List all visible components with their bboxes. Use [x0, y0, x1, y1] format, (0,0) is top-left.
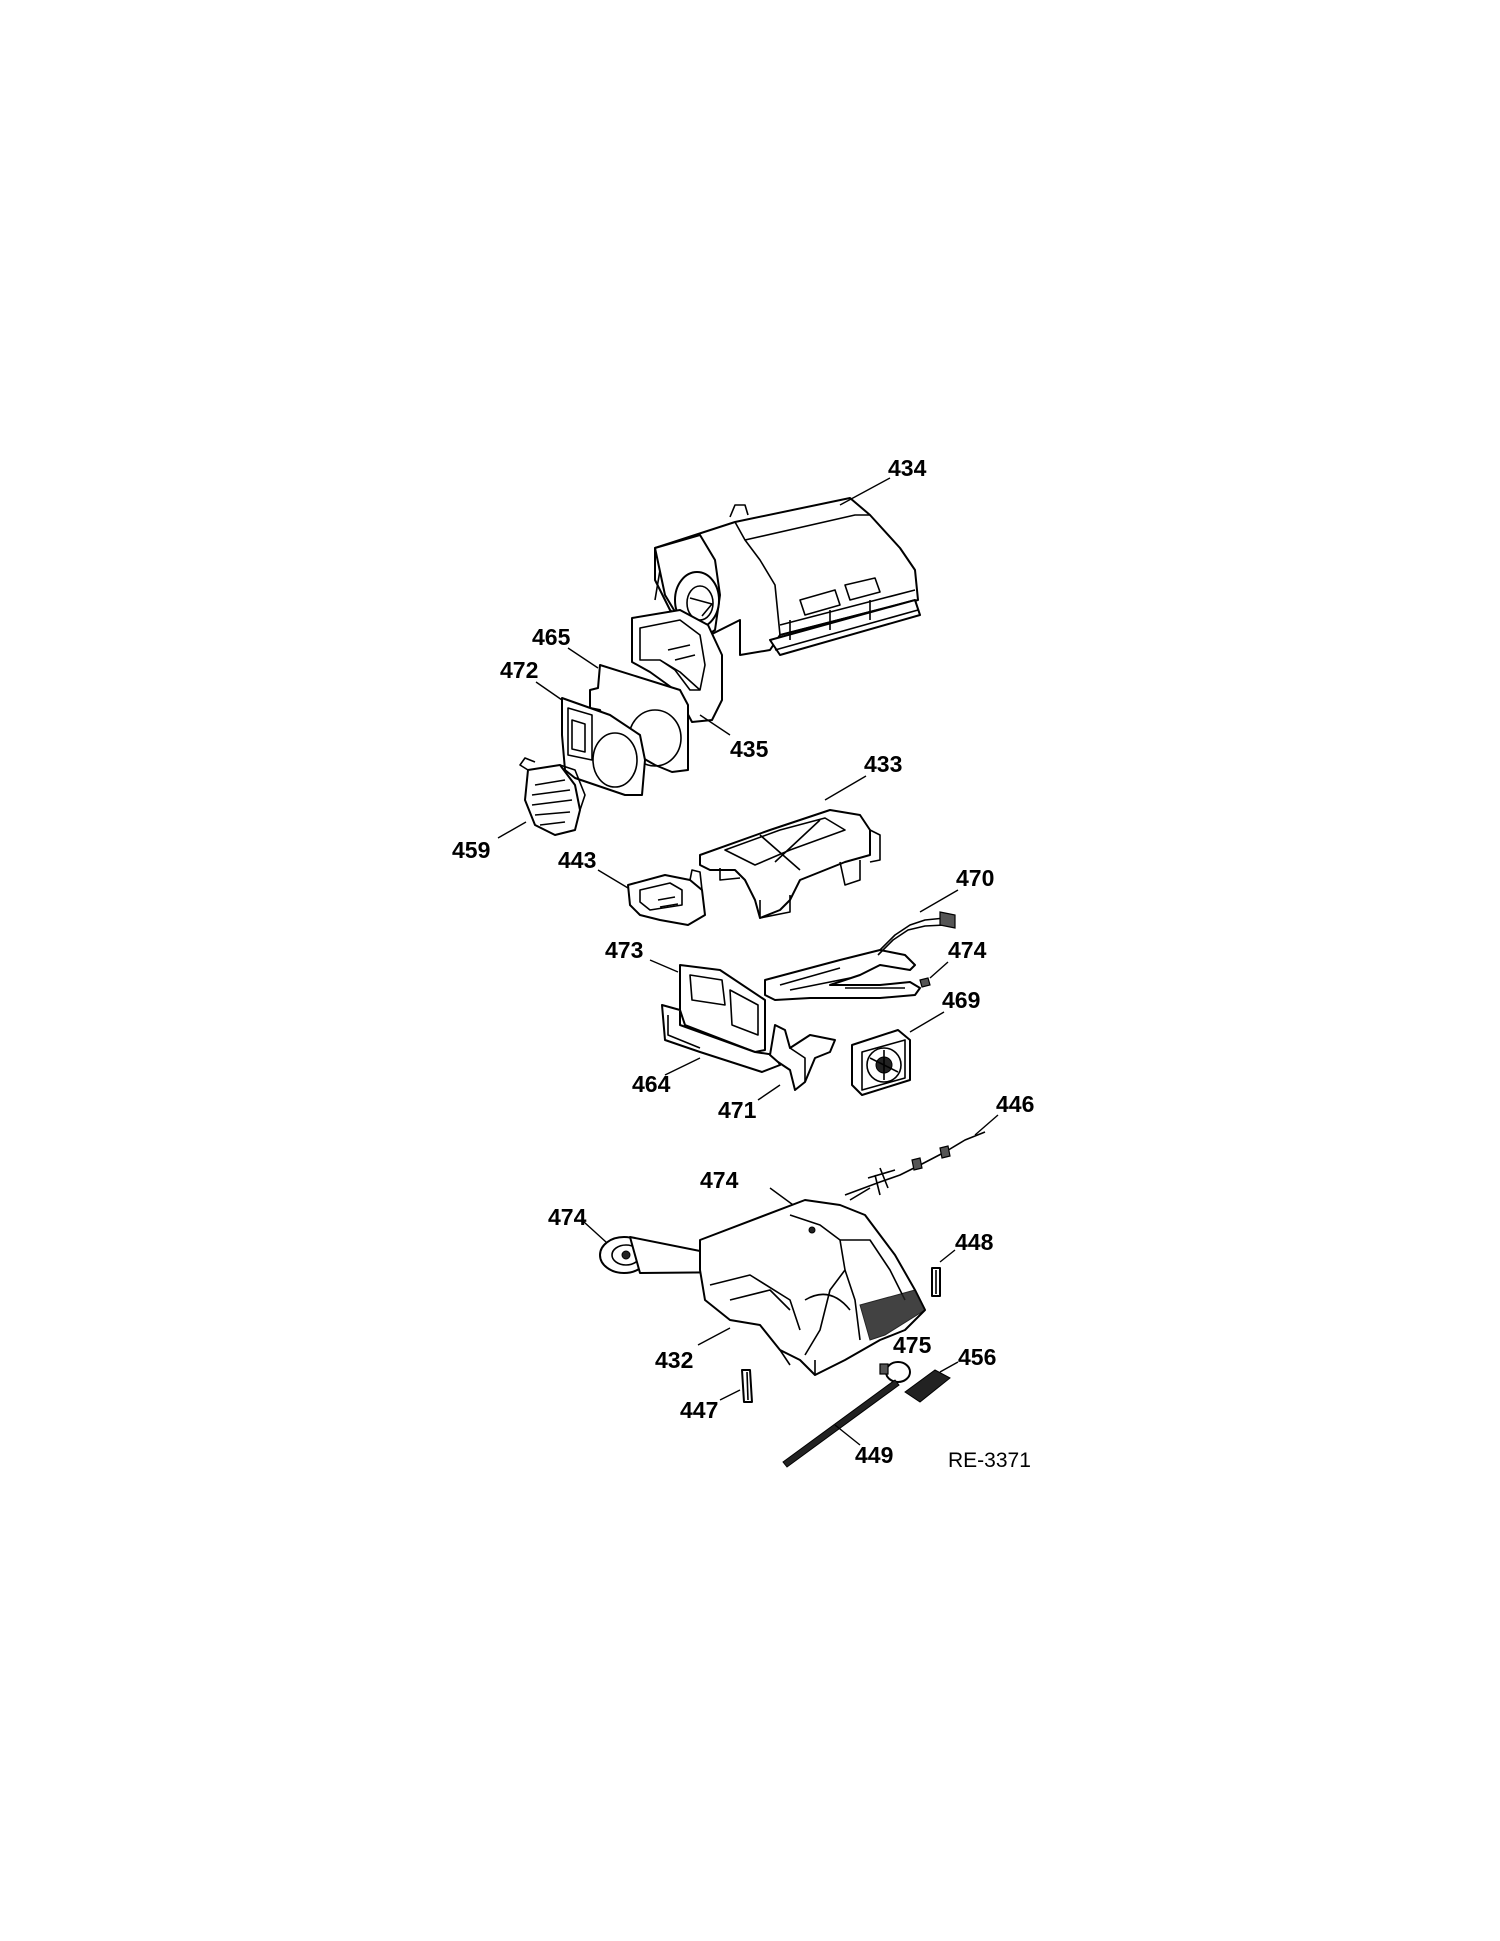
part-443-dispenser-actuator: 443: [558, 847, 706, 926]
part-456-grille: 456: [904, 1344, 996, 1403]
part-469-fan-motor: 469: [851, 987, 980, 1096]
callout-471: 471: [718, 1097, 757, 1123]
callout-464: 464: [632, 1071, 671, 1097]
part-432-ice-bucket: 432: [655, 1199, 926, 1376]
callout-432: 432: [655, 1347, 693, 1373]
callout-474-left: 474: [548, 1204, 587, 1230]
callout-473: 473: [605, 937, 643, 963]
part-474-screw-upper: 474: [919, 937, 987, 988]
callout-459: 459: [452, 837, 490, 863]
part-449-auger-rod: 449: [782, 1379, 900, 1468]
callout-434: 434: [888, 455, 927, 481]
part-433-support-frame: 433: [699, 751, 902, 919]
part-470-heater-assembly: 470: [764, 865, 994, 1001]
callout-446: 446: [996, 1091, 1034, 1117]
callout-469: 469: [942, 987, 980, 1013]
callout-433: 433: [864, 751, 902, 777]
part-474-screw-middle: 474: [700, 1167, 801, 1211]
callout-443: 443: [558, 847, 596, 873]
part-472-frame-gasket: 472: [500, 657, 646, 796]
callout-475: 475: [893, 1332, 932, 1358]
callout-474-middle: 474: [700, 1167, 739, 1193]
callout-465: 465: [532, 624, 571, 650]
part-459-dispenser-door: 459: [452, 757, 586, 863]
callout-449: 449: [855, 1442, 893, 1468]
callout-448: 448: [955, 1229, 994, 1255]
part-475-light-bulb: 475: [879, 1332, 932, 1383]
part-434-ice-bucket-housing: 434: [654, 455, 927, 656]
callout-447: 447: [680, 1397, 718, 1423]
callout-470: 470: [956, 865, 994, 891]
callout-435: 435: [730, 736, 769, 762]
drawing-reference-id: RE-3371: [948, 1449, 1031, 1472]
part-447-pin: 447: [680, 1369, 753, 1423]
part-465-duct-gasket: 465: [532, 624, 689, 773]
part-435-dispenser-duct: 435: [631, 609, 769, 762]
part-448-pin: 448: [931, 1229, 994, 1297]
callout-474-upper: 474: [948, 937, 987, 963]
part-473-gasket: 473: [605, 937, 766, 1053]
part-471-mounting-bracket: 471: [718, 1024, 836, 1123]
callout-472: 472: [500, 657, 538, 683]
part-446-wire-harness: 446: [844, 1091, 1034, 1201]
callout-456: 456: [958, 1344, 996, 1370]
